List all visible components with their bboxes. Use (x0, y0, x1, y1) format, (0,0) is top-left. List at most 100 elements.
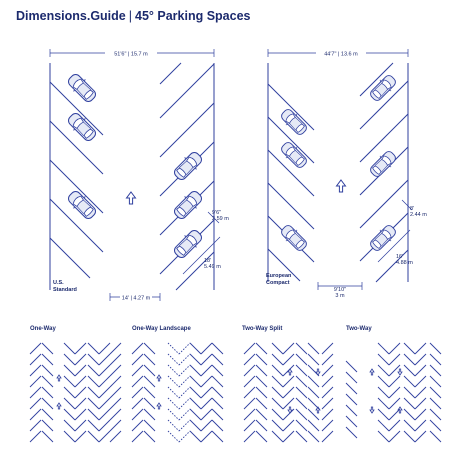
stall-line (200, 364, 213, 377)
stall-line (307, 430, 320, 443)
stall-line (345, 360, 358, 373)
stall-line (429, 397, 442, 410)
stall-line (211, 353, 224, 366)
us-stall-width-label: 9'6" (212, 210, 221, 216)
stall-line (178, 386, 191, 399)
stall-line (211, 419, 224, 432)
stall-line (429, 342, 442, 355)
eu-stall-width-dimension: 8' 2.44 m (401, 199, 427, 218)
stall-line (109, 419, 122, 432)
eu-overall-width-dimension: 44'7" | 13.6 m (267, 49, 409, 58)
stall-line (189, 364, 202, 377)
stall-line (271, 364, 284, 377)
stall-line (41, 408, 54, 421)
stall-line (167, 375, 180, 388)
stall-line (41, 386, 54, 399)
stall-line (200, 342, 213, 355)
stall-line (255, 375, 268, 388)
layout-label-one-way: One-Way (30, 326, 56, 332)
stall-line (282, 353, 295, 366)
stall-line (211, 364, 224, 377)
stall-line (414, 353, 427, 366)
stall-line (403, 342, 416, 355)
car-icon (366, 71, 400, 105)
direction-arrow-icon (397, 368, 403, 376)
stall-line (74, 397, 87, 410)
stall-line (29, 408, 42, 421)
car-icon (277, 138, 311, 172)
stall-line (63, 397, 76, 410)
us-overall-width-dimension: 51'6" | 15.7 m (49, 49, 215, 58)
stall-line (307, 397, 320, 410)
stall-line (200, 430, 213, 443)
stall-line (87, 430, 100, 443)
stall-line (189, 430, 202, 443)
layout-label-two-way-split: Two-Way Split (242, 326, 282, 332)
eu-curb-length-label: 9'10" (334, 287, 346, 293)
stall-line (63, 364, 76, 377)
stall-line (189, 408, 202, 421)
stall-line (321, 430, 334, 443)
stall-line (63, 375, 76, 388)
stall-line (189, 353, 202, 366)
stall-line (429, 386, 442, 399)
stall-line (178, 353, 191, 366)
stall-line (74, 419, 87, 432)
stall-line (41, 430, 54, 443)
us-overall-width-label: 51'6" | 15.7 m (114, 52, 148, 58)
stall-line (189, 397, 202, 410)
stall-line (295, 364, 308, 377)
us-curb-length-label: 14' | 4.27 m (122, 296, 151, 302)
stall-line (167, 397, 180, 410)
stall-line (243, 386, 256, 399)
car-icon (170, 226, 206, 262)
stall-line (282, 386, 295, 399)
stall-line (429, 430, 442, 443)
stall-line (143, 397, 156, 410)
stall-line (167, 419, 180, 432)
stall-line (41, 364, 54, 377)
stall-line (295, 397, 308, 410)
stall-line (167, 408, 180, 421)
direction-arrow-icon (126, 191, 136, 205)
stall-line (414, 342, 427, 355)
stall-line (87, 419, 100, 432)
layout-label-one-way-landscape: One-Way Landscape (132, 326, 191, 332)
stall-line (414, 375, 427, 388)
stall-line (211, 397, 224, 410)
us-standard-label: U.S. (53, 280, 64, 286)
stall-line (98, 430, 111, 443)
car-icon (170, 187, 206, 223)
stall-line (211, 342, 224, 355)
stall-line (143, 386, 156, 399)
car-icon (366, 147, 400, 181)
stall-line (271, 342, 284, 355)
us-stall-width-dimension: 9'6" 2.59 m (207, 210, 229, 224)
stall-line (403, 408, 416, 421)
stall-line (403, 386, 416, 399)
stall-line (109, 353, 122, 366)
stall-line (243, 430, 256, 443)
us-standard-layout: 51'6" | 15.7 m (49, 49, 229, 302)
stall-line (74, 408, 87, 421)
stall-line (429, 364, 442, 377)
stall-line (414, 419, 427, 432)
stall-line (189, 419, 202, 432)
page-title: Dimensions.Guide|45° Parking Spaces (16, 9, 250, 23)
stall-line (345, 371, 358, 384)
stall-line (243, 408, 256, 421)
us-left-stall-lines (49, 63, 104, 290)
stall-line (282, 419, 295, 432)
stall-line (109, 386, 122, 399)
stall-line (282, 408, 295, 421)
stall-line (167, 386, 180, 399)
stall-line (98, 397, 111, 410)
stall-line (98, 408, 111, 421)
stall-line (255, 353, 268, 366)
stall-line (345, 404, 358, 417)
stall-line (321, 375, 334, 388)
stall-line (63, 386, 76, 399)
stall-line (388, 408, 401, 421)
stall-line (143, 353, 156, 366)
